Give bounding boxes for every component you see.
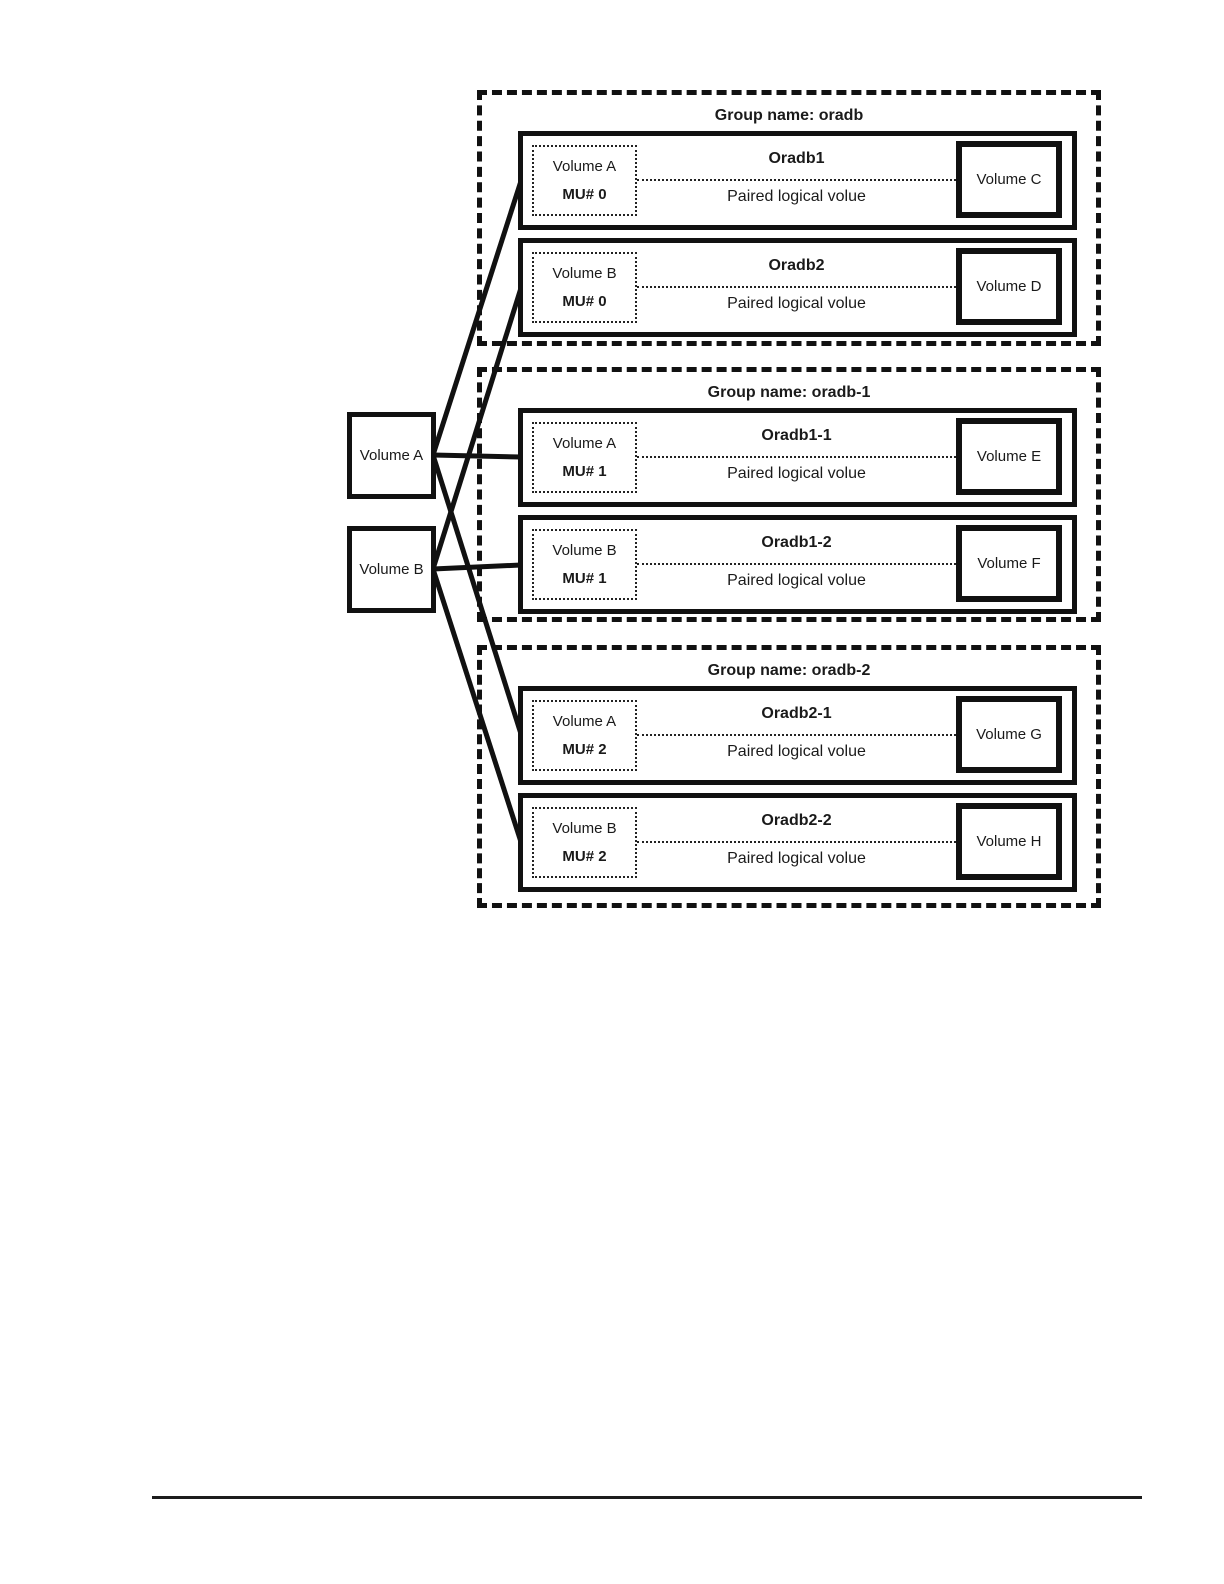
pair-dotted-connector — [637, 179, 956, 181]
pair-name-label: Oradb1 — [768, 150, 825, 167]
pair-source-label: Volume A — [552, 158, 617, 175]
pair-target-box: Volume H — [956, 803, 1062, 880]
pair-dotted-connector — [637, 456, 956, 458]
pair-mu-label: MU# 0 — [562, 293, 607, 310]
pair-source-label: Volume B — [552, 542, 617, 559]
pair-dotted-connector — [637, 734, 956, 736]
pair-oradb2-2: Volume B MU# 2 Oradb2-2 Paired logical v… — [518, 793, 1077, 892]
pair-name-label: Oradb2 — [768, 257, 825, 274]
footer-rule — [152, 1496, 1142, 1499]
pair-name-label: Oradb2-1 — [761, 705, 832, 722]
pair-mu-label: MU# 2 — [562, 741, 607, 758]
pair-oradb2: Volume B MU# 0 Oradb2 Paired logical vol… — [518, 238, 1077, 337]
group-title: Group name: oradb-1 — [707, 384, 871, 401]
pair-source-label: Volume B — [552, 265, 617, 282]
pair-caption-label: Paired logical volue — [727, 743, 866, 760]
pair-source-box: Volume A MU# 2 — [532, 700, 637, 771]
source-volume-b-label: Volume B — [359, 561, 424, 578]
pair-caption-label: Paired logical volue — [727, 850, 866, 867]
pair-dotted-connector — [637, 563, 956, 565]
pair-target-box: Volume G — [956, 696, 1062, 773]
pair-mu-label: MU# 0 — [562, 186, 607, 203]
source-volume-a-box: Volume A — [347, 412, 436, 499]
pair-caption-label: Paired logical volue — [727, 572, 866, 589]
pair-target-label: Volume G — [976, 726, 1042, 743]
source-volume-a-label: Volume A — [359, 447, 424, 464]
pair-target-box: Volume D — [956, 248, 1062, 325]
group-title: Group name: oradb — [714, 107, 864, 124]
pair-mu-label: MU# 2 — [562, 848, 607, 865]
pair-target-box: Volume C — [956, 141, 1062, 218]
pair-target-label: Volume E — [976, 448, 1042, 465]
group-oradb-1: Group name: oradb-1 Volume A MU# 1 Oradb… — [477, 367, 1101, 622]
pair-source-box: Volume B MU# 1 — [532, 529, 637, 600]
group-title: Group name: oradb-2 — [707, 662, 871, 679]
pair-source-label: Volume A — [552, 435, 617, 452]
group-oradb: Group name: oradb Volume A MU# 0 Oradb1 … — [477, 90, 1101, 346]
pair-source-box: Volume A MU# 1 — [532, 422, 637, 493]
pair-name-label: Oradb1-2 — [761, 534, 832, 551]
pair-target-label: Volume D — [976, 278, 1042, 295]
source-volume-b-box: Volume B — [347, 526, 436, 613]
group-oradb-2: Group name: oradb-2 Volume A MU# 2 Oradb… — [477, 645, 1101, 908]
pair-oradb2-1: Volume A MU# 2 Oradb2-1 Paired logical v… — [518, 686, 1077, 785]
pair-caption-label: Paired logical volue — [727, 188, 866, 205]
pair-dotted-connector — [637, 841, 956, 843]
pair-source-label: Volume B — [552, 820, 617, 837]
pair-target-label: Volume F — [977, 555, 1041, 572]
pair-oradb1-1: Volume A MU# 1 Oradb1-1 Paired logical v… — [518, 408, 1077, 507]
pair-name-label: Oradb1-1 — [761, 427, 832, 444]
pair-target-label: Volume C — [976, 171, 1042, 188]
pair-target-box: Volume F — [956, 525, 1062, 602]
pair-source-box: Volume B MU# 2 — [532, 807, 637, 878]
pair-source-label: Volume A — [552, 713, 617, 730]
pair-source-box: Volume B MU# 0 — [532, 252, 637, 323]
pair-mu-label: MU# 1 — [562, 570, 607, 587]
pair-source-box: Volume A MU# 0 — [532, 145, 637, 216]
pair-mu-label: MU# 1 — [562, 463, 607, 480]
pair-name-label: Oradb2-2 — [761, 812, 832, 829]
pair-oradb1-2: Volume B MU# 1 Oradb1-2 Paired logical v… — [518, 515, 1077, 614]
pair-dotted-connector — [637, 286, 956, 288]
pair-caption-label: Paired logical volue — [727, 465, 866, 482]
pair-caption-label: Paired logical volue — [727, 295, 866, 312]
pair-target-label: Volume H — [976, 833, 1042, 850]
pair-oradb1: Volume A MU# 0 Oradb1 Paired logical vol… — [518, 131, 1077, 230]
pair-target-box: Volume E — [956, 418, 1062, 495]
